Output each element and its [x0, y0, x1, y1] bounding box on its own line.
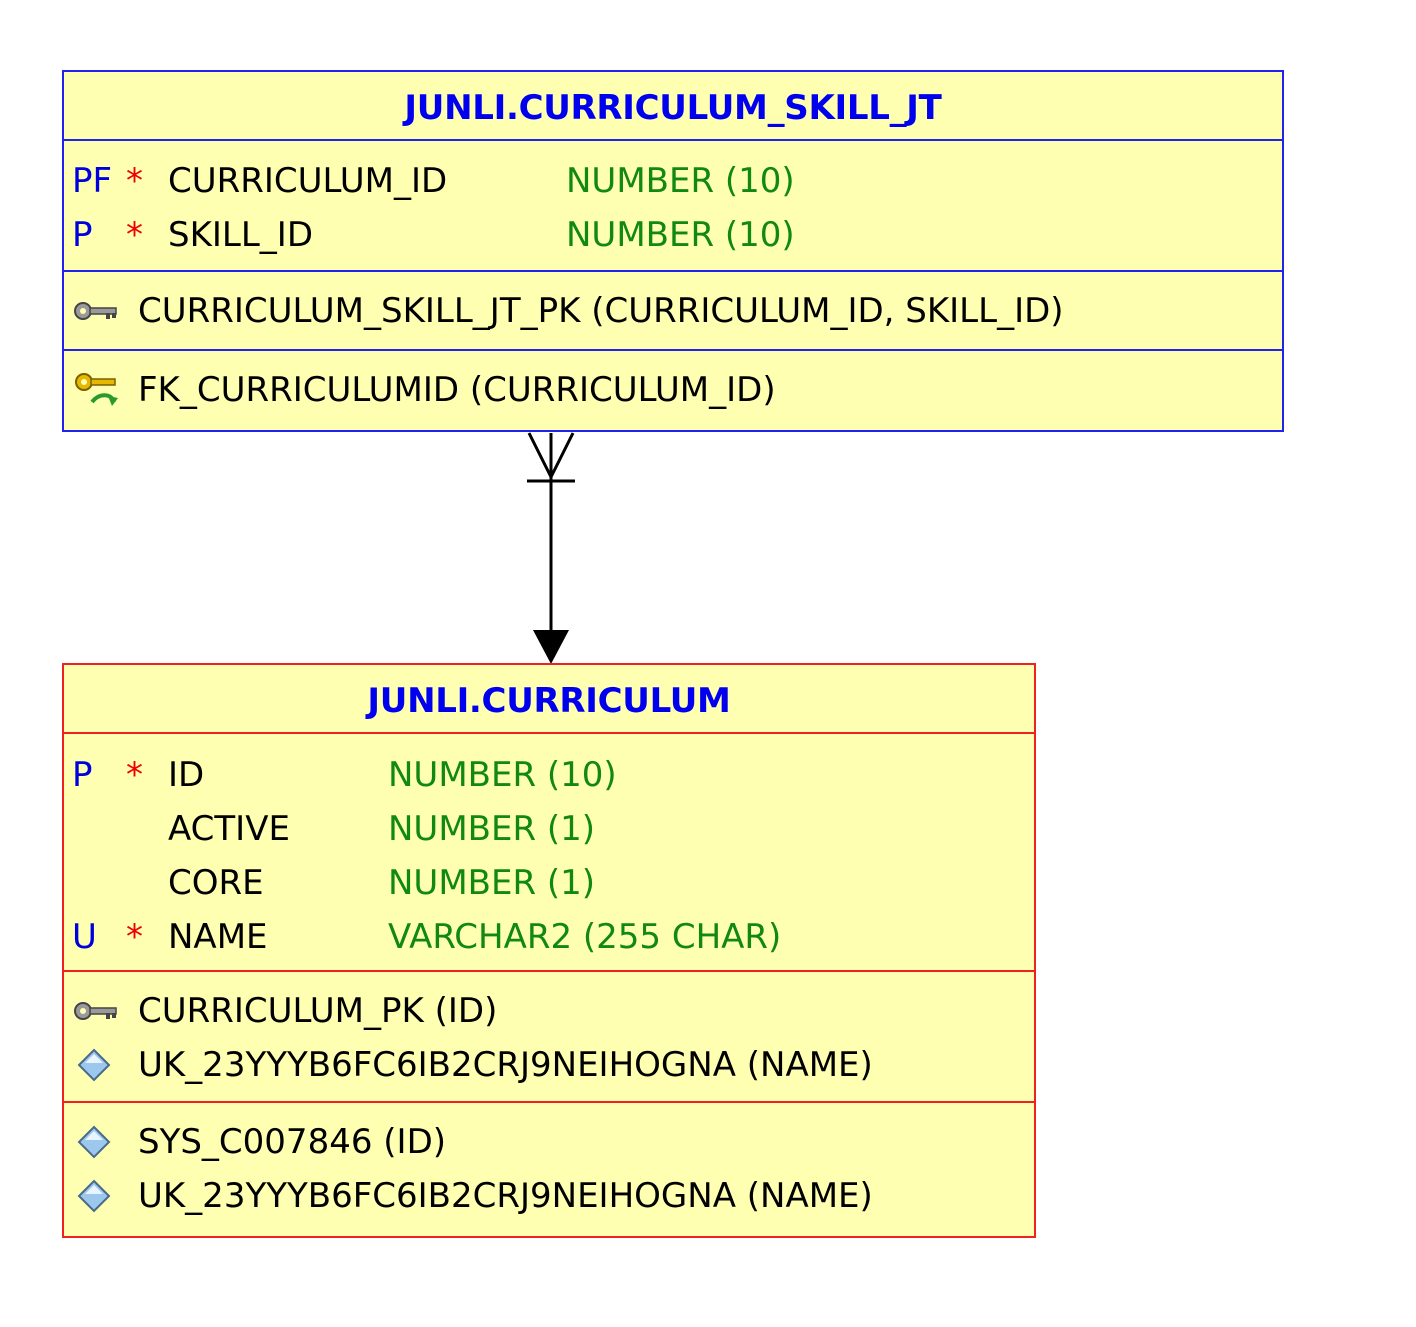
primary-key-text: CURRICULUM_SKILL_JT_PK (CURRICULUM_ID, S…	[138, 291, 1064, 331]
required-marker: *	[126, 215, 143, 255]
index-text: UK_23YYYB6FC6IB2CRJ9NEIHOGNA (NAME)	[138, 1176, 873, 1216]
key-row: UK_23YYYB6FC6IB2CRJ9NEIHOGNA (NAME)	[64, 1038, 1034, 1092]
column-name: CURRICULUM_ID	[168, 161, 448, 201]
unique-key-text: UK_23YYYB6FC6IB2CRJ9NEIHOGNA (NAME)	[138, 1045, 873, 1085]
key-row: FK_CURRICULUMID (CURRICULUM_ID)	[64, 363, 1282, 417]
index-icon	[77, 1179, 111, 1213]
column-name: ACTIVE	[168, 809, 290, 849]
index-row: UK_23YYYB6FC6IB2CRJ9NEIHOGNA (NAME)	[64, 1169, 1034, 1223]
columns-section: PF * CURRICULUM_ID NUMBER (10) P * SKILL…	[64, 139, 1282, 270]
required-marker: *	[126, 755, 143, 795]
column-flag: PF	[72, 161, 113, 201]
columns-section: P * ID NUMBER (10) ACTIVE NUMBER (1) COR…	[64, 732, 1034, 970]
required-marker: *	[126, 917, 143, 957]
index-row: SYS_C007846 (ID)	[64, 1115, 1034, 1169]
column-row: P * ID NUMBER (10)	[64, 748, 1034, 802]
table-curriculum[interactable]: JUNLI.CURRICULUM P * ID NUMBER (10) ACTI…	[62, 663, 1036, 1238]
table-curriculum-skill-jt[interactable]: JUNLI.CURRICULUM_SKILL_JT PF * CURRICULU…	[62, 70, 1284, 432]
key-row: CURRICULUM_PK (ID)	[64, 984, 1034, 1038]
column-name: NAME	[168, 917, 268, 957]
keys-section: CURRICULUM_PK (ID) UK_23YYYB6FC6IB2CRJ9N…	[64, 970, 1034, 1101]
column-name: ID	[168, 755, 205, 795]
table-title: JUNLI.CURRICULUM_SKILL_JT	[404, 88, 942, 128]
index-text: SYS_C007846 (ID)	[138, 1122, 447, 1162]
column-flag: P	[72, 755, 93, 795]
column-flag: P	[72, 215, 93, 255]
primary-key-icon	[74, 302, 117, 320]
column-name: SKILL_ID	[168, 215, 313, 255]
column-type: NUMBER (10)	[566, 161, 795, 201]
column-flag: U	[72, 917, 97, 957]
column-type: NUMBER (1)	[388, 863, 596, 903]
unique-key-icon	[77, 1048, 111, 1082]
key-row: CURRICULUM_SKILL_JT_PK (CURRICULUM_ID, S…	[64, 284, 1282, 338]
primary-key-icon	[74, 1002, 117, 1020]
column-row: CORE NUMBER (1)	[64, 856, 1034, 910]
column-row: ACTIVE NUMBER (1)	[64, 802, 1034, 856]
indexes-section: SYS_C007846 (ID) UK_23YYYB6FC6IB2CRJ9NEI…	[64, 1101, 1034, 1236]
primary-key-text: CURRICULUM_PK (ID)	[138, 991, 498, 1031]
foreign-keys-section: FK_CURRICULUMID (CURRICULUM_ID)	[64, 349, 1282, 430]
arrow-head-icon	[533, 630, 569, 664]
table-title: JUNLI.CURRICULUM	[367, 681, 731, 721]
column-row: PF * CURRICULUM_ID NUMBER (10)	[64, 154, 1282, 208]
column-row: U * NAME VARCHAR2 (255 CHAR)	[64, 910, 1034, 964]
required-marker: *	[126, 161, 143, 201]
column-name: CORE	[168, 863, 264, 903]
foreign-key-icon	[75, 373, 118, 406]
column-type: NUMBER (1)	[388, 809, 596, 849]
column-type: VARCHAR2 (255 CHAR)	[388, 917, 782, 957]
column-type: NUMBER (10)	[388, 755, 617, 795]
column-row: P * SKILL_ID NUMBER (10)	[64, 208, 1282, 262]
primary-keys-section: CURRICULUM_SKILL_JT_PK (CURRICULUM_ID, S…	[64, 270, 1282, 349]
foreign-key-text: FK_CURRICULUMID (CURRICULUM_ID)	[138, 370, 776, 410]
column-type: NUMBER (10)	[566, 215, 795, 255]
index-icon	[77, 1125, 111, 1159]
